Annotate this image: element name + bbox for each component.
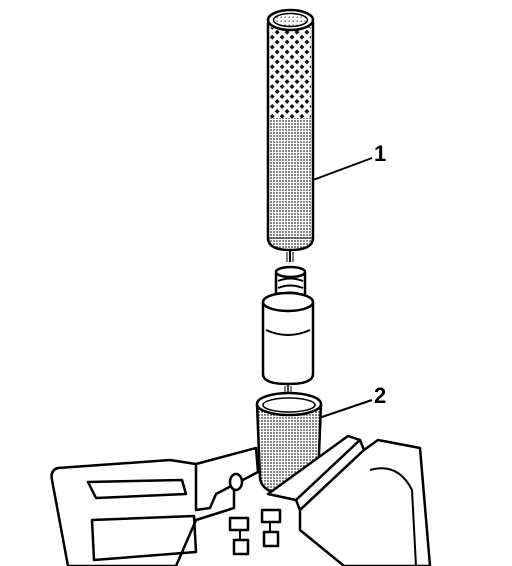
- leader-line-2: [318, 399, 373, 419]
- callout-label-1: 1: [374, 141, 387, 166]
- driver-handle: [266, 8, 315, 262]
- bench-vise: [50, 434, 432, 566]
- leader-line-1: [312, 157, 373, 181]
- bushing: [261, 291, 315, 398]
- callout-label-2: 2: [374, 383, 387, 408]
